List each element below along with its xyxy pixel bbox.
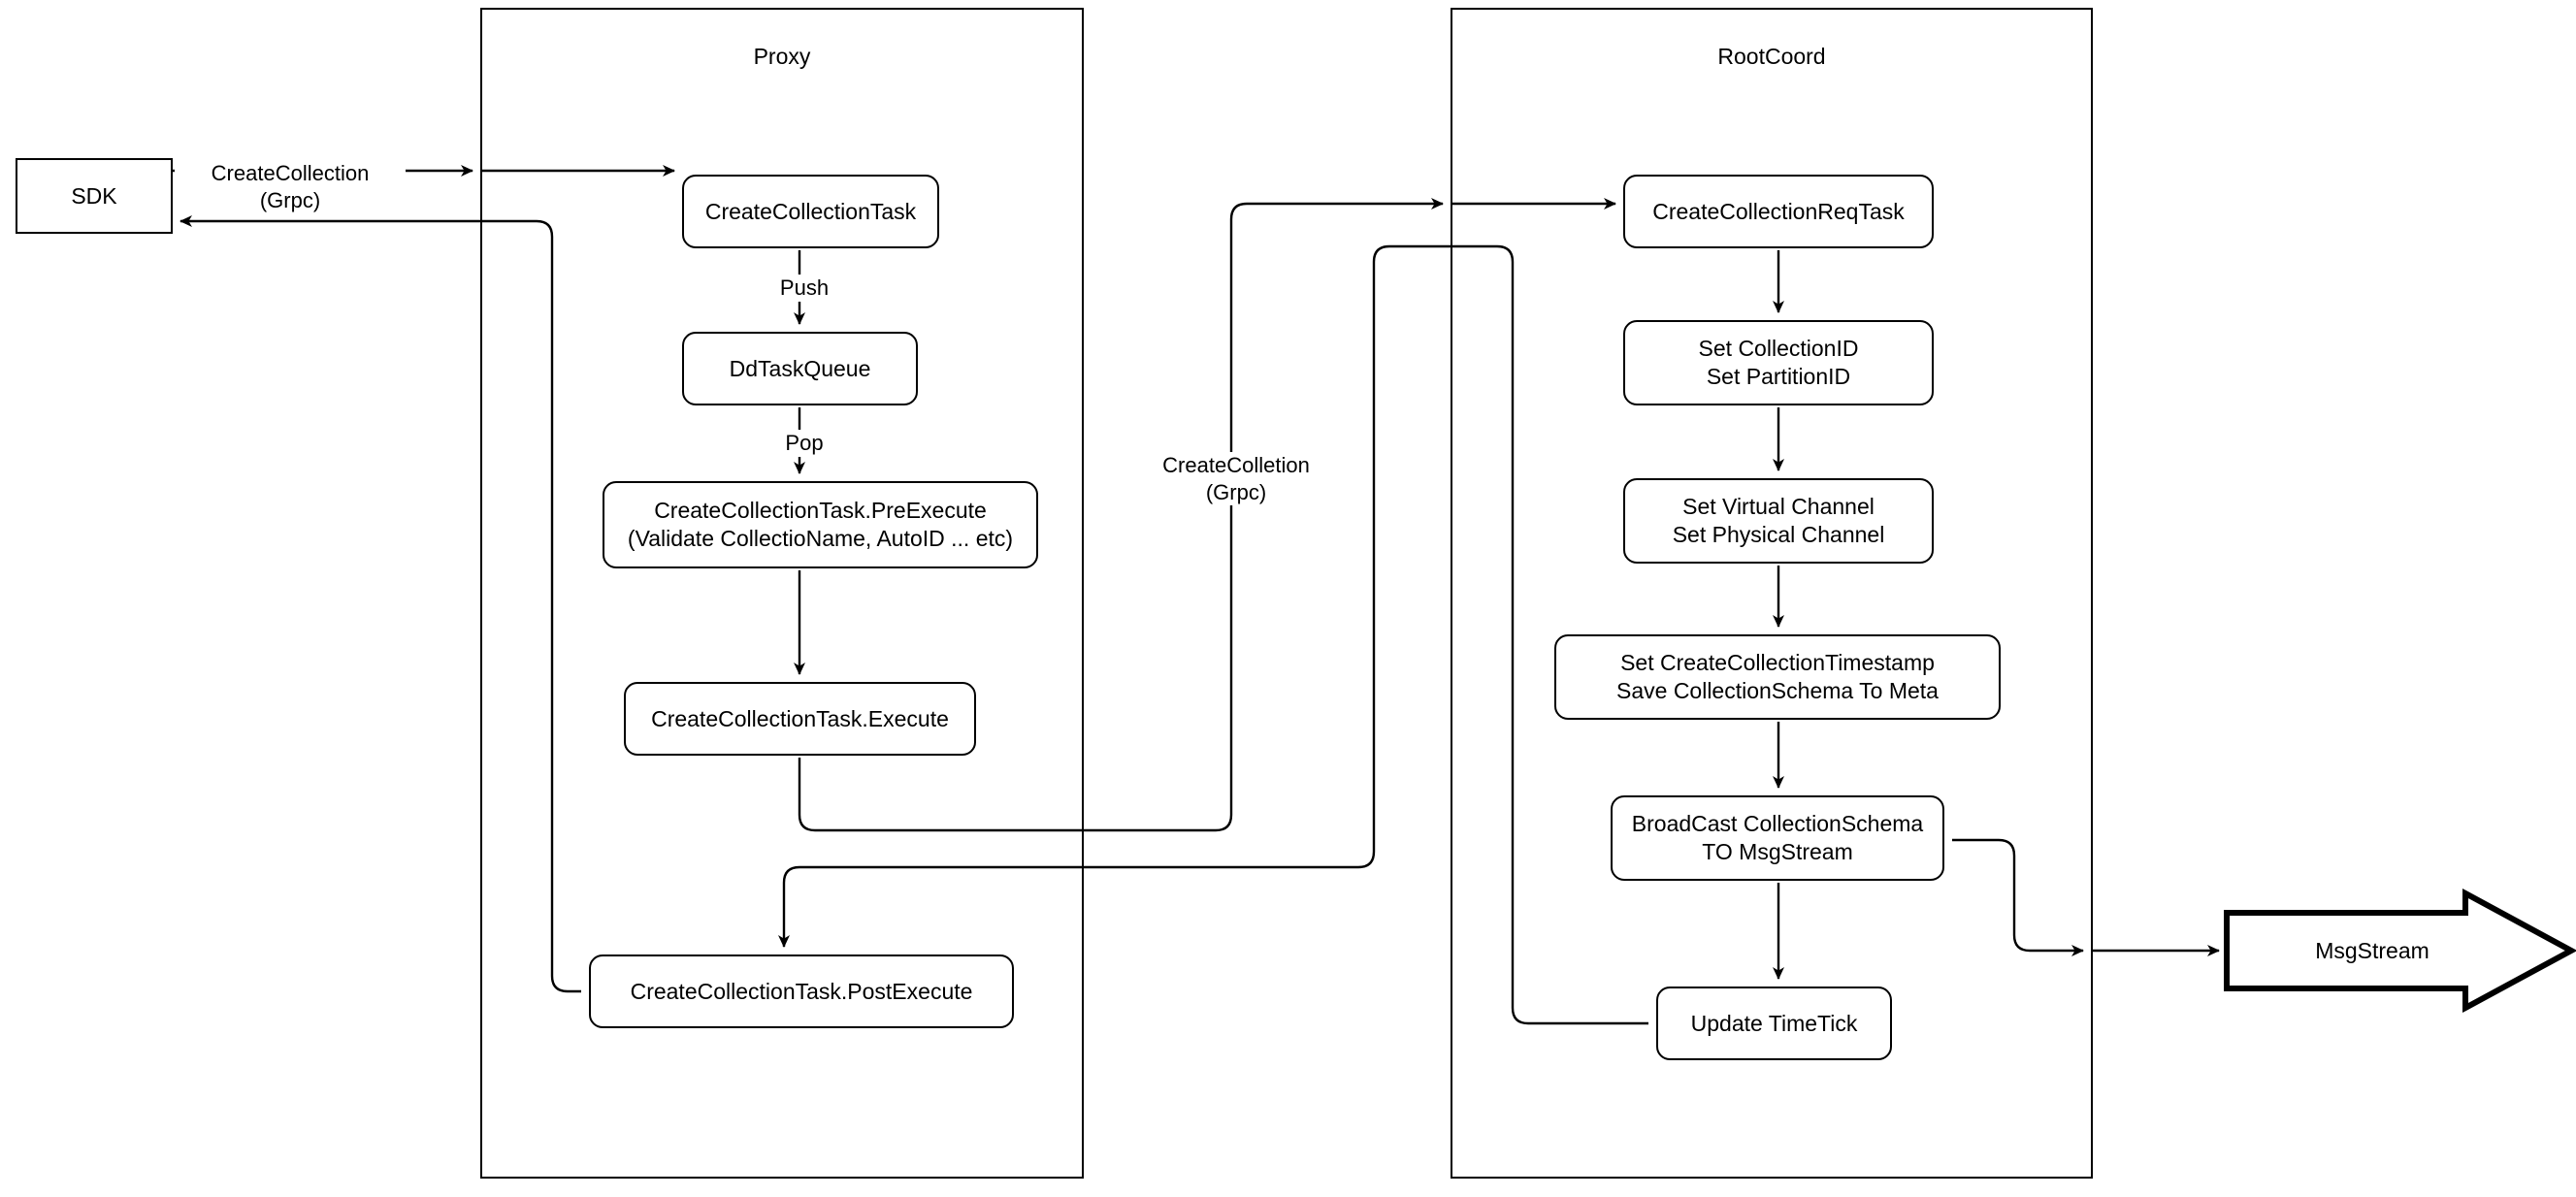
node-create-collection-req-task[interactable]: CreateCollectionReqTask: [1623, 175, 1934, 248]
msgstream-label: MsgStream: [2315, 938, 2429, 963]
node-post-execute[interactable]: CreateCollectionTask.PostExecute: [589, 954, 1014, 1028]
node-sdk[interactable]: SDK: [16, 158, 173, 234]
node-dd-task-queue[interactable]: DdTaskQueue: [682, 332, 918, 405]
node-create-collection-task[interactable]: CreateCollectionTask: [682, 175, 939, 248]
container-rootcoord-title: RootCoord: [1717, 44, 1826, 69]
node-set-ids[interactable]: Set CollectionID Set PartitionID: [1623, 320, 1934, 405]
edge-label-push: Push: [747, 275, 862, 302]
container-proxy-title: Proxy: [753, 44, 811, 69]
container-proxy: [480, 8, 1084, 1179]
edge-label-pop: Pop: [747, 430, 862, 457]
node-pre-execute[interactable]: CreateCollectionTask.PreExecute (Validat…: [603, 481, 1038, 568]
container-rootcoord: [1451, 8, 2093, 1179]
node-broadcast-collection-schema[interactable]: BroadCast CollectionSchema TO MsgStream: [1611, 795, 1944, 881]
node-update-timetick[interactable]: Update TimeTick: [1656, 987, 1892, 1060]
edge-label-create-collection-grpc: CreateCollection (Grpc): [175, 160, 406, 213]
node-set-channels[interactable]: Set Virtual Channel Set Physical Channel: [1623, 478, 1934, 564]
node-execute[interactable]: CreateCollectionTask.Execute: [624, 682, 976, 756]
node-set-timestamp[interactable]: Set CreateCollectionTimestamp Save Colle…: [1554, 634, 2001, 720]
edge-label-create-colletion-grpc: CreateColletion (Grpc): [1121, 452, 1352, 505]
